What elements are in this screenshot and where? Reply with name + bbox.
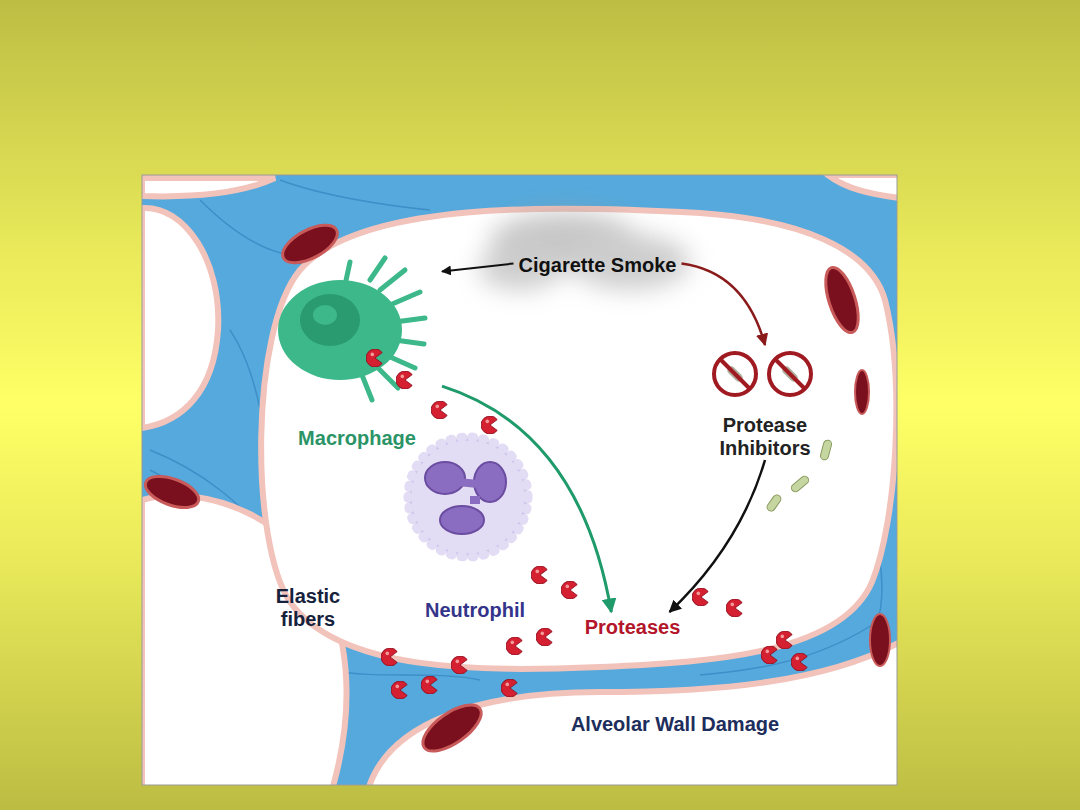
neutrophil-node: Neutrophil [405,432,545,622]
panel-frame [142,175,897,785]
protease-molecules [381,648,397,666]
blocked-inhibitor-symbols [775,359,805,389]
smoke-cloud [478,212,690,290]
macrophage-cell [370,258,385,280]
neutrophil-cell [408,437,528,557]
protease-molecules [536,628,552,646]
macrophage-cell [278,280,402,380]
macrophage-cell [380,270,405,290]
protease-molecules [481,416,497,434]
node-label: Macrophage [298,427,416,450]
elastic-fiber-lines [280,180,430,210]
protease-inhibitor-pills [790,475,810,494]
protease-inhibitor-pills [820,439,833,460]
protease-molecules [396,371,412,389]
macrophage-cell [362,375,372,400]
red-blood-cells [142,218,890,760]
protease-molecules [791,653,807,671]
protease-molecules [531,566,547,584]
protease-molecules [501,679,517,697]
alveoli [261,209,896,669]
damage-label: Alveolar Wall Damage [520,713,830,736]
neutrophil-cell [440,506,484,534]
tissue-panel [142,175,897,785]
neutrophil-cell [425,462,465,494]
alveoli [142,208,218,428]
protease-molecules [692,588,708,606]
node-label: Protease Inhibitors [696,414,834,460]
blocked-inhibitor-symbols [714,353,756,395]
protease-molecules [391,681,407,699]
protease-molecules [366,349,382,367]
protease-molecules [561,581,577,599]
macrophage-cell [390,292,420,305]
red-blood-cells [277,218,343,271]
macrophage-node: Macrophage [272,262,442,450]
protease-molecules [451,656,467,674]
red-blood-cells [416,696,489,760]
blocked-inhibitor-symbols [769,353,811,395]
protease-molecules [726,599,742,617]
protease-molecules [506,637,522,655]
macrophage-cell [388,356,415,368]
arrow-connector [442,264,514,272]
blocked-inhibitor-symbols [714,353,811,395]
tissue-label: Elastic fibers [258,585,358,631]
inhibitor-node: Protease Inhibitors [696,345,834,460]
red-blood-cells [819,264,865,337]
protease-inhibitor-pills [766,493,783,512]
protease-molecules [776,631,792,649]
elastic-fiber-lines [200,200,290,255]
arrow-connector [442,386,611,612]
red-blood-cells [142,470,203,514]
protease-molecules [761,646,777,664]
red-blood-cells [855,370,869,414]
blocked-inhibitor-symbols [720,359,750,389]
node-label: Proteases [585,616,681,639]
arrow-connector [682,264,766,346]
macrophage-cell [313,305,337,325]
macrophage-cell [278,258,425,400]
alveoli [142,175,897,785]
neutrophil-cell [408,437,528,557]
node-label: Neutrophil [425,599,525,622]
protease-node: Proteases [580,612,686,639]
alveoli [142,178,275,196]
arrow-connector [670,460,765,612]
alveoli [828,175,897,198]
smoke-label-node: Cigarette Smoke [514,250,682,277]
protease-molecules [421,676,437,694]
protease-molecules [431,401,447,419]
node-label: Cigarette Smoke [519,254,677,277]
protease-molecules [366,349,807,699]
macrophage-cell [378,368,398,388]
macrophage-cell [300,294,360,346]
red-blood-cells [870,614,890,666]
neutrophil-cell [458,482,480,500]
